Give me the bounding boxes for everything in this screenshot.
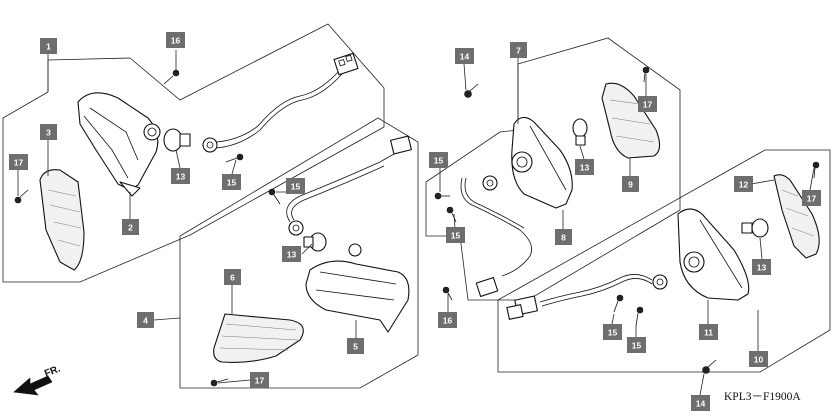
svg-text:1: 1 — [46, 42, 51, 52]
svg-text:8: 8 — [561, 233, 566, 243]
callout-2: 2 — [122, 219, 139, 235]
callout-15b: 15 — [286, 178, 305, 194]
callout-6: 6 — [224, 269, 241, 285]
callout-4: 4 — [137, 312, 154, 328]
rear-right-lens — [773, 174, 820, 259]
front-left-turn-signal-housing — [77, 92, 161, 197]
front-direction-arrow: FR. — [13, 363, 62, 396]
callout-15d: 15 — [446, 227, 465, 243]
callout-15e: 15 — [603, 324, 622, 340]
svg-text:13: 13 — [287, 250, 297, 260]
callout-17b: 17 — [638, 96, 657, 112]
front-left-lens — [39, 169, 85, 271]
callout-17c: 17 — [802, 190, 821, 206]
svg-text:4: 4 — [143, 316, 148, 326]
diagram-code: KPL3－F1900A — [724, 391, 801, 403]
screw-17d — [210, 378, 229, 387]
callout-7: 7 — [510, 42, 527, 58]
svg-text:6: 6 — [230, 273, 235, 283]
callout-16a: 16 — [166, 32, 185, 48]
frame-group-7 — [425, 37, 681, 301]
svg-text:5: 5 — [353, 342, 358, 352]
callout-13b: 13 — [282, 246, 301, 262]
svg-text:16: 16 — [171, 36, 181, 46]
screw-15b — [268, 188, 281, 205]
callout-8: 8 — [555, 229, 572, 245]
callout-17a: 17 — [9, 154, 28, 170]
rear-right-turn-signal-housing — [677, 208, 750, 301]
svg-text:7: 7 — [516, 46, 521, 56]
callout-15c: 15 — [429, 152, 448, 168]
svg-text:15: 15 — [608, 328, 618, 338]
callout-12: 12 — [734, 176, 753, 192]
bulb-13b — [303, 232, 327, 252]
front-right-lens — [213, 313, 304, 363]
svg-text:13: 13 — [580, 163, 590, 173]
screw-15f — [635, 306, 644, 327]
front-arrow-label: FR. — [43, 363, 62, 379]
socket-harness-rear-left — [460, 175, 533, 297]
callout-10: 10 — [749, 351, 768, 367]
svg-text:14: 14 — [696, 399, 706, 409]
callout-15f: 15 — [627, 337, 646, 353]
callout-11: 11 — [699, 324, 718, 340]
svg-text:10: 10 — [754, 355, 764, 365]
arrow-left-icon — [13, 375, 53, 396]
rear-left-turn-signal-housing — [511, 116, 573, 209]
svg-text:15: 15 — [434, 156, 444, 166]
leader-lines — [17, 50, 815, 396]
svg-text:17: 17 — [255, 376, 265, 386]
rear-left-lens — [601, 82, 661, 159]
svg-text:12: 12 — [739, 180, 749, 190]
callout-9: 9 — [622, 176, 639, 192]
svg-text:2: 2 — [128, 223, 133, 233]
callout-3: 3 — [40, 124, 57, 140]
bulb-13c — [572, 118, 588, 146]
screw-16a — [163, 69, 180, 85]
screw-15c — [434, 192, 450, 200]
svg-text:17: 17 — [643, 100, 653, 110]
frame-group-10 — [497, 149, 831, 373]
callout-16b: 16 — [438, 312, 457, 328]
svg-text:15: 15 — [632, 341, 642, 351]
callout-15a: 15 — [222, 174, 241, 190]
bulb-13a — [163, 128, 191, 152]
screw-14b — [702, 359, 717, 374]
svg-text:15: 15 — [291, 182, 301, 192]
svg-text:13: 13 — [757, 263, 767, 273]
callout-13a: 13 — [171, 168, 190, 184]
svg-text:15: 15 — [227, 178, 237, 188]
svg-text:17: 17 — [14, 158, 24, 168]
front-right-turn-signal-housing — [305, 243, 410, 333]
callout-14a: 14 — [455, 48, 474, 64]
socket-harness-right-front — [286, 135, 412, 236]
svg-text:16: 16 — [443, 316, 453, 326]
svg-text:14: 14 — [460, 52, 470, 62]
bulb-13d — [741, 218, 769, 238]
frame-group-4 — [179, 117, 419, 389]
screw-15e — [613, 294, 624, 313]
svg-text:3: 3 — [46, 128, 51, 138]
svg-text:17: 17 — [807, 194, 817, 204]
callout-17d: 17 — [250, 372, 269, 388]
screw-17c — [812, 161, 820, 179]
screw-15a — [225, 153, 244, 163]
svg-text:9: 9 — [628, 180, 633, 190]
screw-17a — [14, 189, 29, 204]
callout-13d: 13 — [752, 259, 771, 275]
callout-1: 1 — [40, 38, 57, 54]
socket-harness-rear-right — [506, 274, 668, 320]
screw-17b — [642, 66, 650, 83]
callout-14b: 14 — [691, 395, 710, 411]
screw-14a — [464, 83, 479, 98]
socket-harness-left — [202, 52, 359, 153]
svg-text:15: 15 — [451, 231, 461, 241]
svg-text:13: 13 — [176, 172, 186, 182]
callout-13c: 13 — [575, 159, 594, 175]
callout-5: 5 — [347, 338, 364, 354]
screw-16b — [442, 286, 453, 301]
svg-text:11: 11 — [704, 328, 713, 338]
